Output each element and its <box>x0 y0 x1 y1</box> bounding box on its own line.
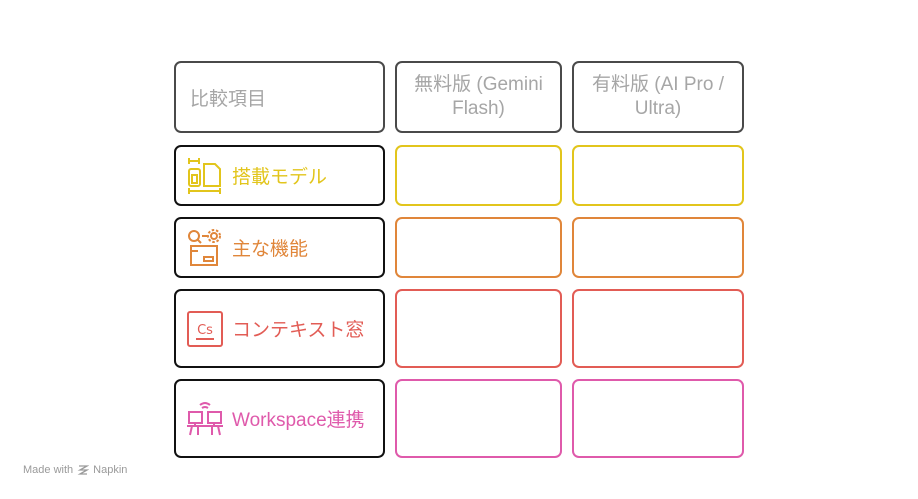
svg-text:Cs: Cs <box>197 323 213 338</box>
cell-model-free <box>395 145 562 206</box>
row-label-workspace-text: Workspace連携 <box>232 410 365 431</box>
cell-model-paid <box>572 145 744 206</box>
made-with-napkin[interactable]: Made with Napkin <box>23 464 127 476</box>
header-compare-item-label: 比較項目 <box>190 88 267 110</box>
header-paid-version: 有料版 (AI Pro / Ultra) <box>572 61 744 133</box>
header-free-version-label: 無料版 (Gemini Flash) <box>414 74 543 119</box>
cell-features-free <box>395 217 562 278</box>
model-layout-icon <box>186 157 224 195</box>
footer-brand: Napkin <box>93 464 128 476</box>
search-settings-icon <box>186 228 224 267</box>
header-paid-version-label: 有料版 (AI Pro / Ultra) <box>592 74 724 119</box>
row-label-model-text: 搭載モデル <box>232 167 328 188</box>
context-cs-icon: Cs <box>186 310 224 348</box>
cell-context-window-free <box>395 289 562 368</box>
footer-text: Made with <box>23 464 74 476</box>
workspace-desks-icon <box>186 400 224 438</box>
row-label-model: 搭載モデル <box>174 145 385 206</box>
row-label-features: 主な機能 <box>174 217 385 278</box>
cell-workspace-free <box>395 379 562 458</box>
napkin-logo-icon <box>77 464 90 476</box>
row-label-context-window: Cs コンテキスト窓 <box>174 289 385 368</box>
header-free-version: 無料版 (Gemini Flash) <box>395 61 562 133</box>
cell-workspace-paid <box>572 379 744 458</box>
cell-features-paid <box>572 217 744 278</box>
row-label-features-text: 主な機能 <box>232 239 309 260</box>
header-compare-item: 比較項目 <box>174 61 385 133</box>
cell-context-window-paid <box>572 289 744 368</box>
row-label-context-window-text: コンテキスト窓 <box>232 320 365 341</box>
row-label-workspace: Workspace連携 <box>174 379 385 458</box>
